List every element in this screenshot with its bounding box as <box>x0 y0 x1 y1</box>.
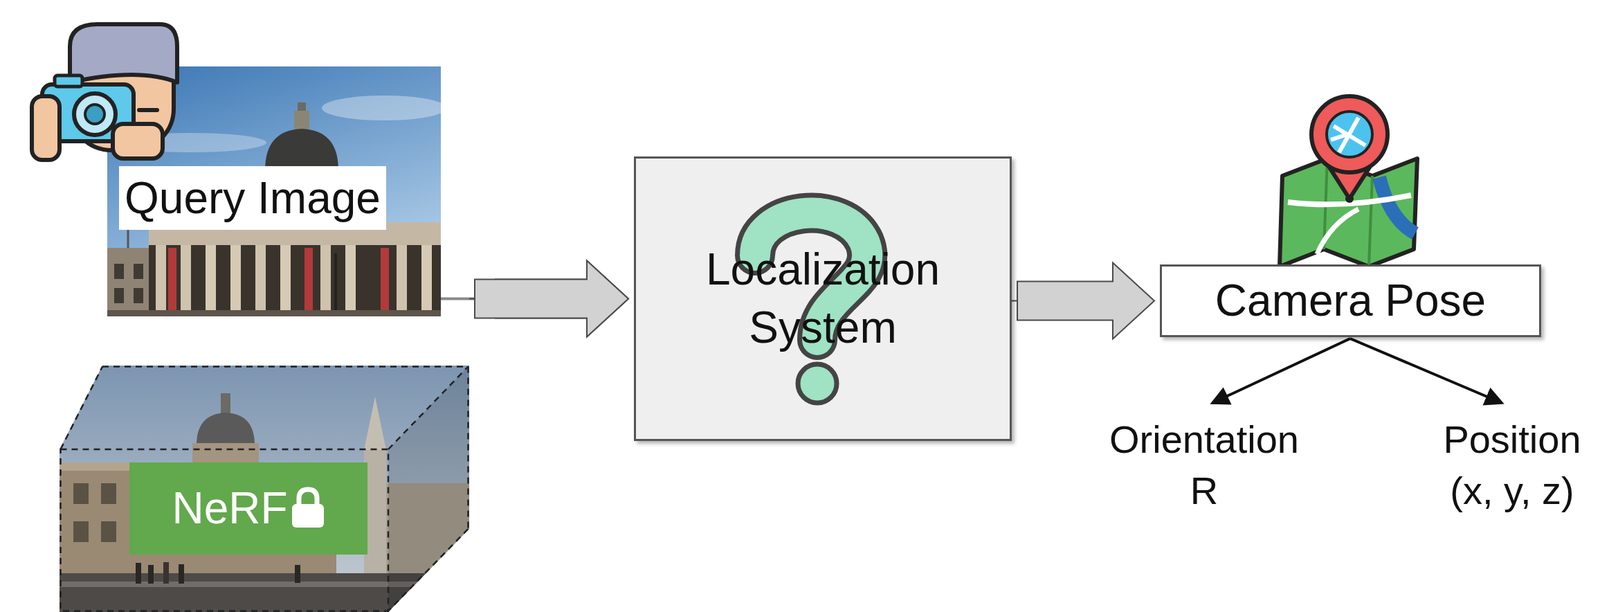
path-part <box>69 24 178 83</box>
rect-part <box>73 483 89 504</box>
rect-part <box>135 562 142 584</box>
line-part <box>60 366 104 450</box>
line-part <box>139 107 158 113</box>
circle-part <box>1326 111 1373 158</box>
query-image: Query Image <box>107 66 441 317</box>
rect-part <box>380 247 389 311</box>
path-part <box>1368 175 1373 267</box>
rect-part <box>280 244 291 317</box>
path-part <box>388 365 470 612</box>
box-text-group: Localization System <box>635 240 1010 356</box>
rect-part <box>107 310 441 317</box>
rect-part <box>148 564 154 584</box>
rect-part <box>114 287 124 304</box>
path-part <box>1287 195 1412 205</box>
lock-icon <box>290 485 326 529</box>
rect-part <box>155 244 167 317</box>
line-part <box>467 366 470 530</box>
box-label: Localization System <box>635 240 1010 356</box>
output-label: Orientation R <box>1107 413 1302 517</box>
rect-part <box>192 442 259 464</box>
rect-part <box>101 483 117 504</box>
rect-part <box>294 564 301 583</box>
question-mark-icon <box>635 158 987 439</box>
rect-part <box>205 244 216 317</box>
rect-part <box>133 263 144 279</box>
nerf-volume: NeRF <box>59 365 470 612</box>
box-label: Camera Pose <box>1215 271 1486 330</box>
line-part <box>388 528 469 612</box>
path-part <box>265 128 339 171</box>
line-part <box>388 366 469 450</box>
path-part <box>1316 208 1359 254</box>
rect-part <box>220 393 231 414</box>
rect-part <box>54 75 83 87</box>
circle-part <box>85 104 105 124</box>
path-part <box>196 412 255 445</box>
g-part <box>59 365 470 612</box>
block-arrow <box>474 260 629 338</box>
rect-part <box>396 244 407 317</box>
rect-part <box>421 244 432 317</box>
rect-part <box>345 244 356 317</box>
nerf-label: NeRF <box>171 481 288 535</box>
path-part <box>1330 117 1366 153</box>
image-label: Query Image <box>119 166 387 230</box>
rect-part <box>255 244 266 317</box>
circle-part <box>1345 194 1354 203</box>
rect-part <box>180 244 192 317</box>
line-part <box>102 365 469 368</box>
g-part <box>60 366 469 612</box>
flow-connector <box>1011 262 1155 340</box>
photographer-icon <box>28 18 189 166</box>
rect-part <box>320 244 331 317</box>
line-part <box>334 253 338 317</box>
process-box: Localization System <box>633 156 1012 441</box>
path-part <box>298 489 317 506</box>
box-text-group: Camera Pose <box>1215 271 1486 330</box>
rect-part <box>59 365 470 612</box>
block-arrow <box>1017 262 1155 340</box>
rect-part <box>31 96 60 160</box>
rect-part <box>168 247 177 311</box>
rect-part <box>230 244 241 317</box>
path-part <box>364 396 387 450</box>
rect-part <box>112 123 163 159</box>
line-part <box>1350 338 1502 403</box>
rect-part <box>292 503 324 528</box>
rect-part <box>114 263 124 279</box>
rect-part <box>178 564 185 584</box>
rect-part <box>101 521 117 542</box>
flow-connector <box>469 260 629 338</box>
rect-part <box>294 110 310 131</box>
rect-part <box>297 102 306 113</box>
ellipse-part <box>321 95 447 121</box>
rect-part <box>107 247 156 317</box>
rect-part <box>163 561 169 584</box>
path-part <box>1379 177 1416 234</box>
circle-part <box>1311 96 1388 173</box>
line-part <box>1212 338 1351 403</box>
map-pin-icon <box>1275 91 1424 273</box>
rect-part <box>73 521 89 542</box>
output-label: Position (x, y, z) <box>1440 413 1583 517</box>
circle-part <box>797 364 837 403</box>
path-part <box>1279 158 1418 267</box>
nerf-label-box: NeRF <box>129 462 368 555</box>
circle-part <box>74 93 116 135</box>
rect-part <box>304 247 313 311</box>
flow-connector <box>440 260 629 338</box>
rect-part <box>148 244 441 317</box>
rect-part <box>60 449 389 612</box>
rect-part <box>133 287 144 304</box>
process-box: Camera Pose <box>1159 264 1542 338</box>
